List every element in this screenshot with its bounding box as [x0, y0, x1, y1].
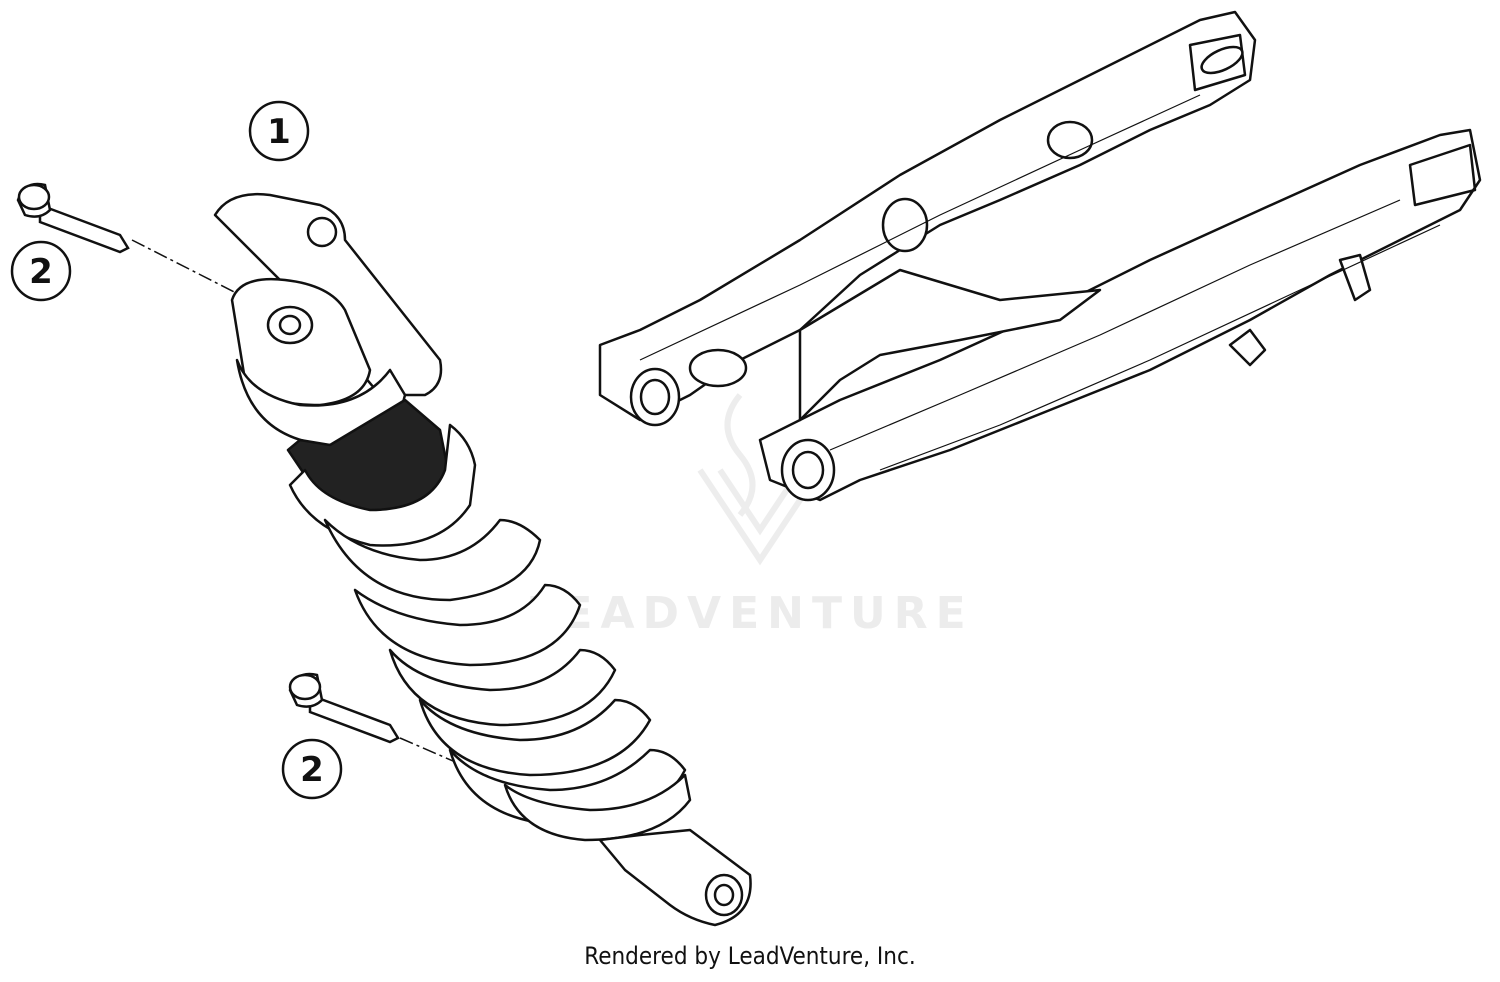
callout-circle	[10, 240, 72, 302]
bolt-lower	[288, 672, 400, 744]
callout-label: 2	[300, 750, 324, 790]
shock-absorber	[213, 193, 752, 927]
watermark-text: LEADVENTURE	[526, 588, 973, 639]
swingarm	[598, 10, 1482, 502]
callout-1: 1	[248, 100, 310, 162]
bolt-upper	[16, 182, 130, 254]
leadventure-watermark-logo	[697, 393, 823, 566]
callout-circle	[248, 100, 310, 162]
callout-2-lower: 2	[281, 738, 343, 800]
callout-label: 2	[29, 252, 53, 292]
rendered-by-footer: Rendered by LeadVenture, Inc.	[584, 942, 916, 970]
callout-circle	[281, 738, 343, 800]
callout-label: 1	[267, 112, 291, 152]
callout-2-upper: 2	[10, 240, 72, 302]
